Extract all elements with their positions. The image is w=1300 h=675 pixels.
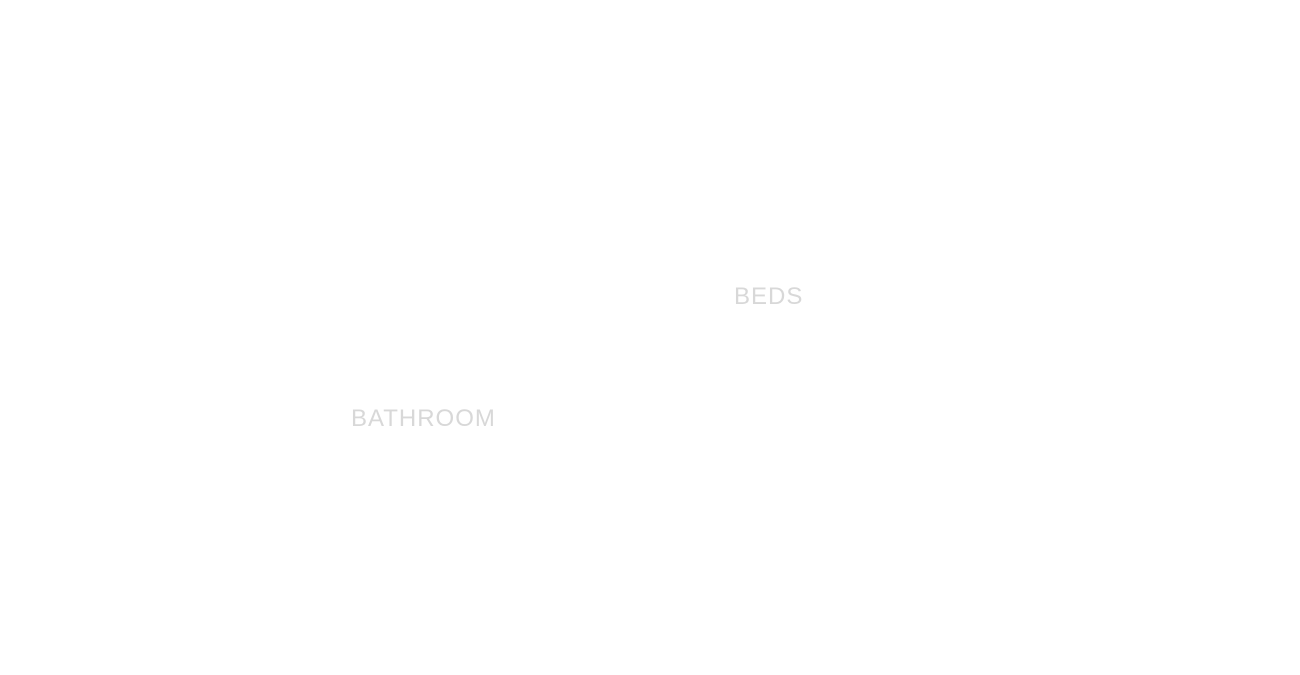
category-link-bathroom[interactable]: BATHROOM — [351, 405, 496, 432]
category-link-beds[interactable]: BEDS — [734, 283, 804, 310]
